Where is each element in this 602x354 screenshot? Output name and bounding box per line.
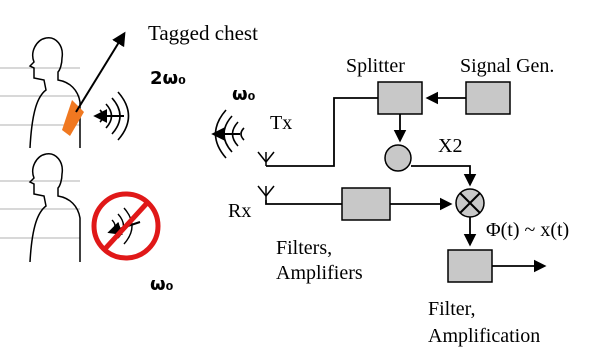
- tag-pointer-arrow: [75, 31, 126, 113]
- human-figure-untagged: [28, 153, 81, 263]
- signal-gen-block: [465, 81, 511, 115]
- splitter-block: [377, 81, 423, 115]
- signal-gen-label: Signal Gen.: [460, 55, 554, 77]
- wiring: [265, 91, 547, 273]
- prohibit-icon: [91, 191, 161, 261]
- rx-antenna-icon: [257, 185, 275, 200]
- guide-lines: [0, 67, 80, 239]
- splitter-label: Splitter: [346, 55, 405, 77]
- human-figure-tagged: [28, 37, 81, 149]
- rx-label: Rx: [228, 200, 251, 222]
- filter-ampl-label-1: Filter,: [428, 298, 476, 320]
- filter-ampl-block: [447, 249, 493, 283]
- filters-block: [341, 187, 391, 221]
- two-omega-label: 2ω₀: [150, 68, 186, 89]
- filters-label-1: Filters,: [276, 237, 332, 259]
- x2-label: X2: [438, 135, 462, 157]
- filter-ampl-label-2: Amplification: [428, 325, 540, 347]
- mixer-icon: [455, 188, 485, 218]
- filters-label-2: Amplifiers: [276, 262, 363, 284]
- phase-label: Φ(t) ~ x(t): [486, 219, 569, 241]
- tx-antenna-icon: [257, 151, 275, 166]
- omega-bottom-label: ω₀: [150, 274, 174, 295]
- tagged-chest-label: Tagged chest: [148, 21, 258, 45]
- tx-label: Tx: [270, 112, 292, 134]
- doubler-circle-icon: [384, 144, 412, 172]
- omega-top-label: ω₀: [232, 84, 256, 105]
